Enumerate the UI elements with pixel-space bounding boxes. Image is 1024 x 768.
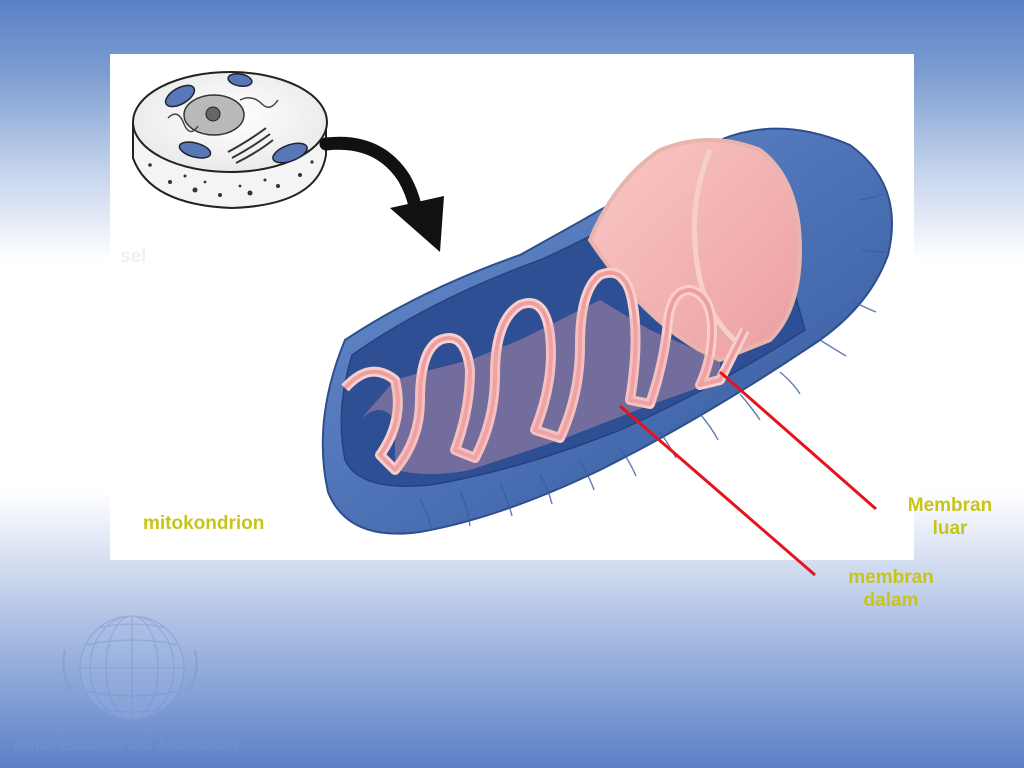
label-cell: sel — [120, 246, 147, 267]
cell-golgi — [227, 127, 274, 164]
cell-mitochondria-small — [164, 72, 308, 164]
label-mitochondrion: mitokondrion — [143, 513, 265, 534]
leader-inner-membrane — [619, 404, 816, 577]
label-inner-membrane-line2: dalam — [863, 590, 919, 611]
federation-logo-text: International Federation of Dental Educa… — [14, 722, 240, 754]
label-inner-membrane: membran dalam — [826, 566, 956, 612]
mitochondrion-illustration — [321, 127, 893, 535]
matrix — [360, 300, 720, 474]
logo-text-line2: Dental Educators and Associations — [14, 738, 241, 753]
cell-nucleolus — [205, 106, 221, 122]
logo-text-line1: International Federation of — [38, 722, 209, 737]
label-outer-membrane: Membran luar — [886, 494, 1014, 540]
cell-er — [167, 97, 279, 133]
label-outer-membrane-line1: Membran — [907, 495, 993, 516]
pointer-arrow — [319, 136, 444, 252]
cell-illustration — [132, 71, 328, 210]
federation-logo — [62, 615, 198, 721]
label-inner-membrane-line1: membran — [848, 567, 934, 588]
outer-membrane-ridges — [419, 193, 887, 531]
label-outer-membrane-line2: luar — [932, 518, 968, 539]
leader-outer-membrane — [719, 370, 877, 511]
cut-face-fold — [691, 149, 742, 347]
cell-dots — [148, 160, 314, 197]
cristae-fill — [343, 270, 747, 472]
